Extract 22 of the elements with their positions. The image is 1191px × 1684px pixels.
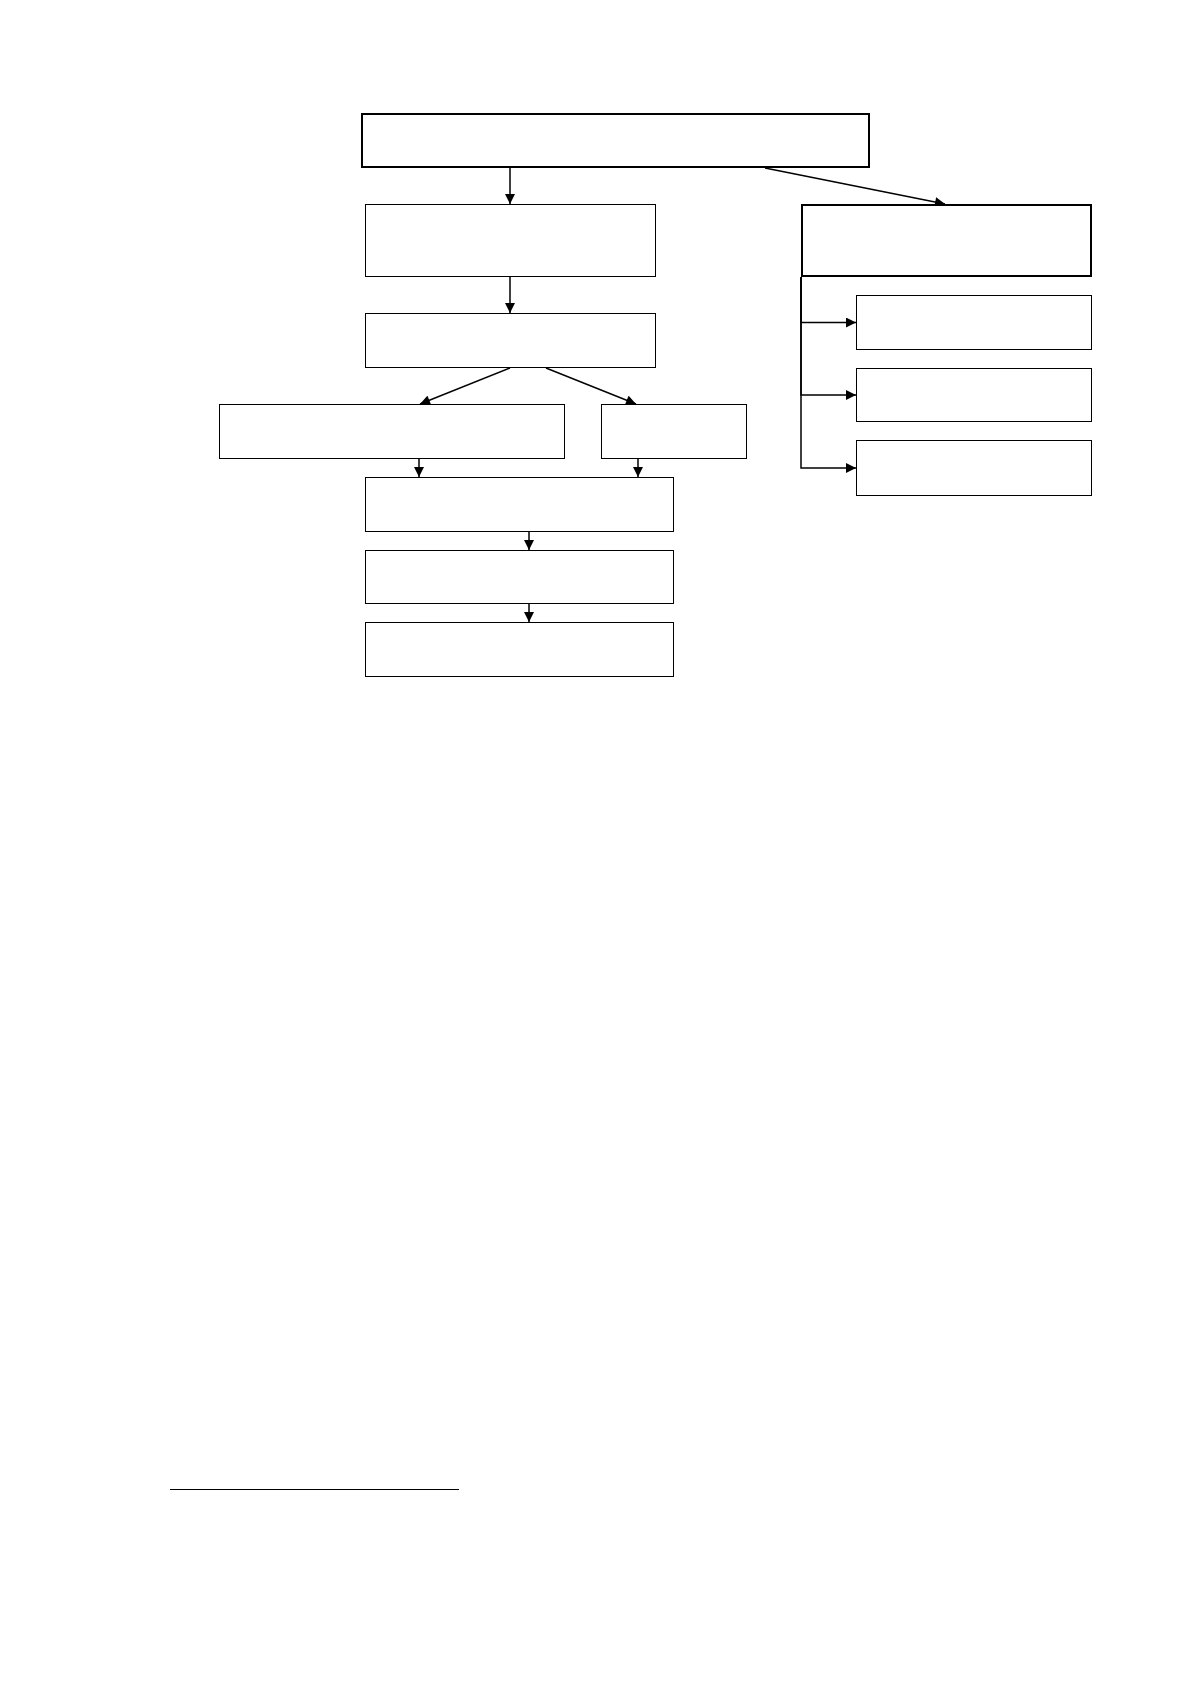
empty-box xyxy=(801,204,1092,277)
empty-box xyxy=(365,550,674,604)
arrow xyxy=(764,167,946,207)
empty-box xyxy=(365,313,656,368)
empty-box xyxy=(365,622,674,677)
arrow xyxy=(419,367,511,405)
arrow xyxy=(414,458,424,478)
arrow xyxy=(505,276,515,314)
empty-box xyxy=(219,404,565,459)
arrow xyxy=(524,531,534,551)
arrow xyxy=(633,458,643,478)
arrow xyxy=(800,276,857,473)
arrow xyxy=(524,603,534,623)
arrow xyxy=(545,367,637,405)
empty-box xyxy=(601,404,747,459)
empty-box xyxy=(856,368,1092,422)
empty-box xyxy=(856,295,1092,350)
arrow xyxy=(505,167,515,205)
empty-box xyxy=(361,113,870,168)
empty-box xyxy=(365,477,674,532)
empty-box xyxy=(365,204,656,277)
empty-box xyxy=(856,440,1092,496)
